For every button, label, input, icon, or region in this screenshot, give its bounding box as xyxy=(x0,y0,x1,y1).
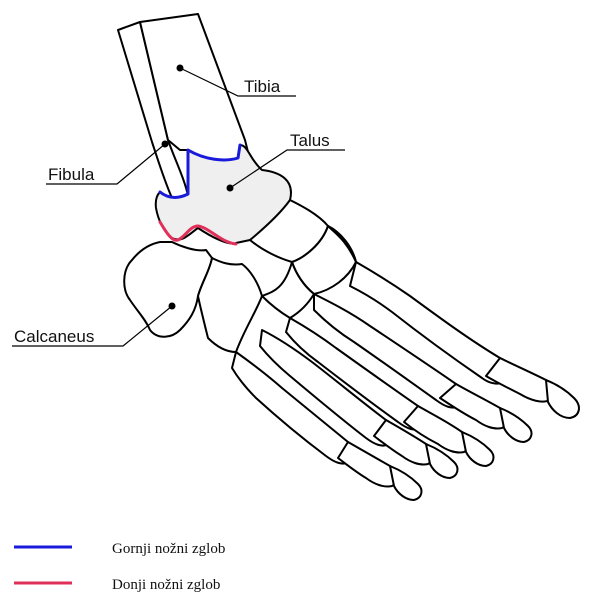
legend-label-upper-joint: Gornji nožni zglob xyxy=(112,541,225,557)
calcaneus-bone xyxy=(124,242,212,337)
legend: Gornji nožni zglob Donji nožni zglob xyxy=(14,541,225,593)
phalanx-big-toe-proximal xyxy=(486,358,555,402)
calcaneus-label: Calcaneus xyxy=(14,327,94,346)
phalanx-toe2-distal xyxy=(500,408,531,442)
phalanx-big-toe-distal xyxy=(546,380,579,418)
fibula-label: Fibula xyxy=(48,165,95,184)
phalanx-toe3-distal xyxy=(462,432,493,466)
phalanx-toe5-proximal xyxy=(338,442,398,487)
cuboid-bone xyxy=(198,258,262,352)
phalanx-toe5-distal xyxy=(390,466,421,500)
legend-label-lower-joint: Donji nožni zglob xyxy=(112,577,220,593)
talus-label: Talus xyxy=(290,131,330,150)
tibia-label: Tibia xyxy=(244,77,281,96)
